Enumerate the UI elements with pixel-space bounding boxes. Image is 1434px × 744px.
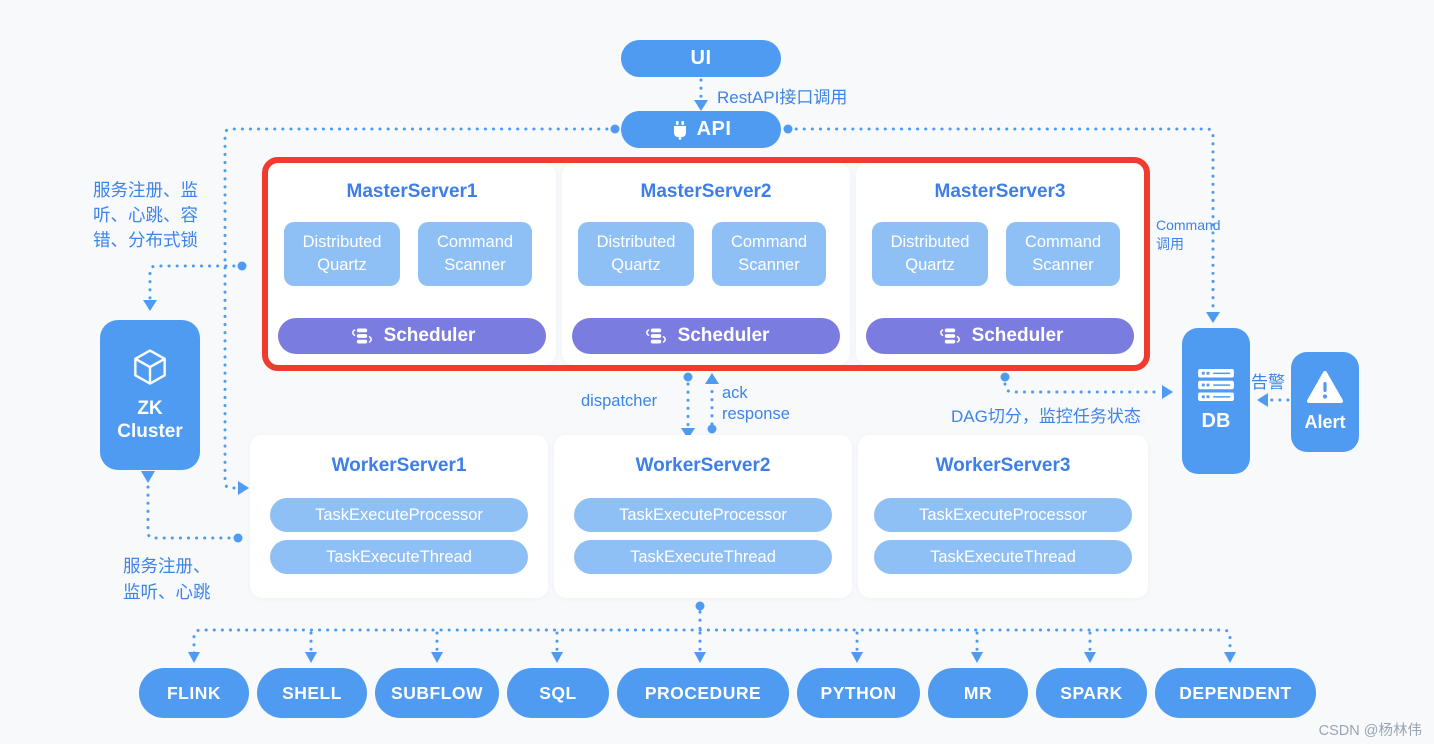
task-execute-thread-pill: TaskExecuteThread <box>270 540 528 574</box>
command-scanner-box: Command Scanner <box>1006 222 1120 286</box>
scheduler-label: Scheduler <box>383 325 476 346</box>
dag-split-label: DAG切分，监控任务状态 <box>951 407 1141 426</box>
scheduler-pill: Scheduler <box>278 318 546 354</box>
warning-triangle-icon <box>1306 370 1344 404</box>
scheduler-label: Scheduler <box>971 325 1064 346</box>
worker-server-title: WorkerServer1 <box>331 455 467 476</box>
wire-masters-to-zk <box>148 264 244 301</box>
worker-server-3-panel: WorkerServer3 TaskExecuteProcessor TaskE… <box>858 435 1148 598</box>
task-spark: SPARK <box>1036 668 1147 718</box>
master-server-1-panel: MasterServer1 Distributed Quartz Command… <box>268 163 556 365</box>
worker-server-1-panel: WorkerServer1 TaskExecuteProcessor TaskE… <box>250 435 548 598</box>
task-procedure: PROCEDURE <box>617 668 789 718</box>
ui-node: UI <box>621 40 781 77</box>
worker-server-title: WorkerServer2 <box>635 455 771 476</box>
rest-api-label: RestAPI接口调用 <box>717 88 848 107</box>
distributed-quartz-box: Distributed Quartz <box>284 222 400 286</box>
ack-response-label: ack response <box>722 384 790 423</box>
task-dependent: DEPENDENT <box>1155 668 1316 718</box>
task-execute-thread-pill: TaskExecuteThread <box>874 540 1132 574</box>
usb-plug-icon <box>671 120 689 140</box>
zk-cluster-label: ZK Cluster <box>117 398 183 442</box>
wire-task-trunk <box>192 628 1232 655</box>
alert-node: Alert <box>1291 352 1359 452</box>
task-execute-processor-pill: TaskExecuteProcessor <box>874 498 1132 532</box>
command-scanner-box: Command Scanner <box>418 222 532 286</box>
master-server-title: MasterServer1 <box>346 181 478 202</box>
command-scanner-box: Command Scanner <box>712 222 826 286</box>
task-python: PYTHON <box>797 668 920 718</box>
worker-server-2-panel: WorkerServer2 TaskExecuteProcessor TaskE… <box>554 435 852 598</box>
server-stack-icon <box>937 327 963 345</box>
zk-cluster-node: ZK Cluster <box>100 320 200 470</box>
worker-server-title: WorkerServer3 <box>935 455 1071 476</box>
zk-register-worker-label: 服务注册、 监听、心跳 <box>123 556 211 602</box>
master-server-3-panel: MasterServer3 Distributed Quartz Command… <box>856 163 1144 365</box>
server-stack-icon <box>349 327 375 345</box>
command-call-label: Command 调用 <box>1156 217 1221 252</box>
master-server-title: MasterServer3 <box>934 181 1066 202</box>
task-sql: SQL <box>507 668 609 718</box>
db-label: DB <box>1201 410 1231 432</box>
zk-register-master-label: 服务注册、监 听、心跳、容 错、分布式锁 <box>93 180 198 250</box>
api-node-label: API <box>696 118 732 140</box>
task-subflow: SUBFLOW <box>375 668 499 718</box>
task-type-row: FLINK SHELL SUBFLOW SQL PROCEDURE PYTHON… <box>139 668 1316 718</box>
task-mr: MR <box>928 668 1028 718</box>
alarm-label: 告警 <box>1251 373 1285 392</box>
scheduler-label: Scheduler <box>677 325 770 346</box>
master-server-title: MasterServer2 <box>640 181 772 202</box>
scheduler-pill: Scheduler <box>572 318 840 354</box>
wire-zk-to-workers <box>146 485 233 540</box>
api-node: API <box>621 111 781 148</box>
task-shell: SHELL <box>257 668 367 718</box>
server-stack-icon <box>643 327 669 345</box>
master-cluster-frame <box>262 157 1150 371</box>
dispatcher-label: dispatcher <box>581 392 658 410</box>
alert-label: Alert <box>1304 412 1346 433</box>
watermark: CSDN @杨林伟 <box>1318 723 1422 739</box>
master-server-2-panel: MasterServer2 Distributed Quartz Command… <box>562 163 850 365</box>
task-execute-thread-pill: TaskExecuteThread <box>574 540 832 574</box>
distributed-quartz-box: Distributed Quartz <box>872 222 988 286</box>
scheduler-pill: Scheduler <box>866 318 1134 354</box>
wire-dag-to-db <box>1003 382 1163 394</box>
cube-icon <box>128 346 172 390</box>
task-execute-processor-pill: TaskExecuteProcessor <box>574 498 832 532</box>
db-node: DB <box>1182 328 1250 474</box>
database-server-icon <box>1197 369 1235 401</box>
task-execute-processor-pill: TaskExecuteProcessor <box>270 498 528 532</box>
task-flink: FLINK <box>139 668 249 718</box>
distributed-quartz-box: Distributed Quartz <box>578 222 694 286</box>
